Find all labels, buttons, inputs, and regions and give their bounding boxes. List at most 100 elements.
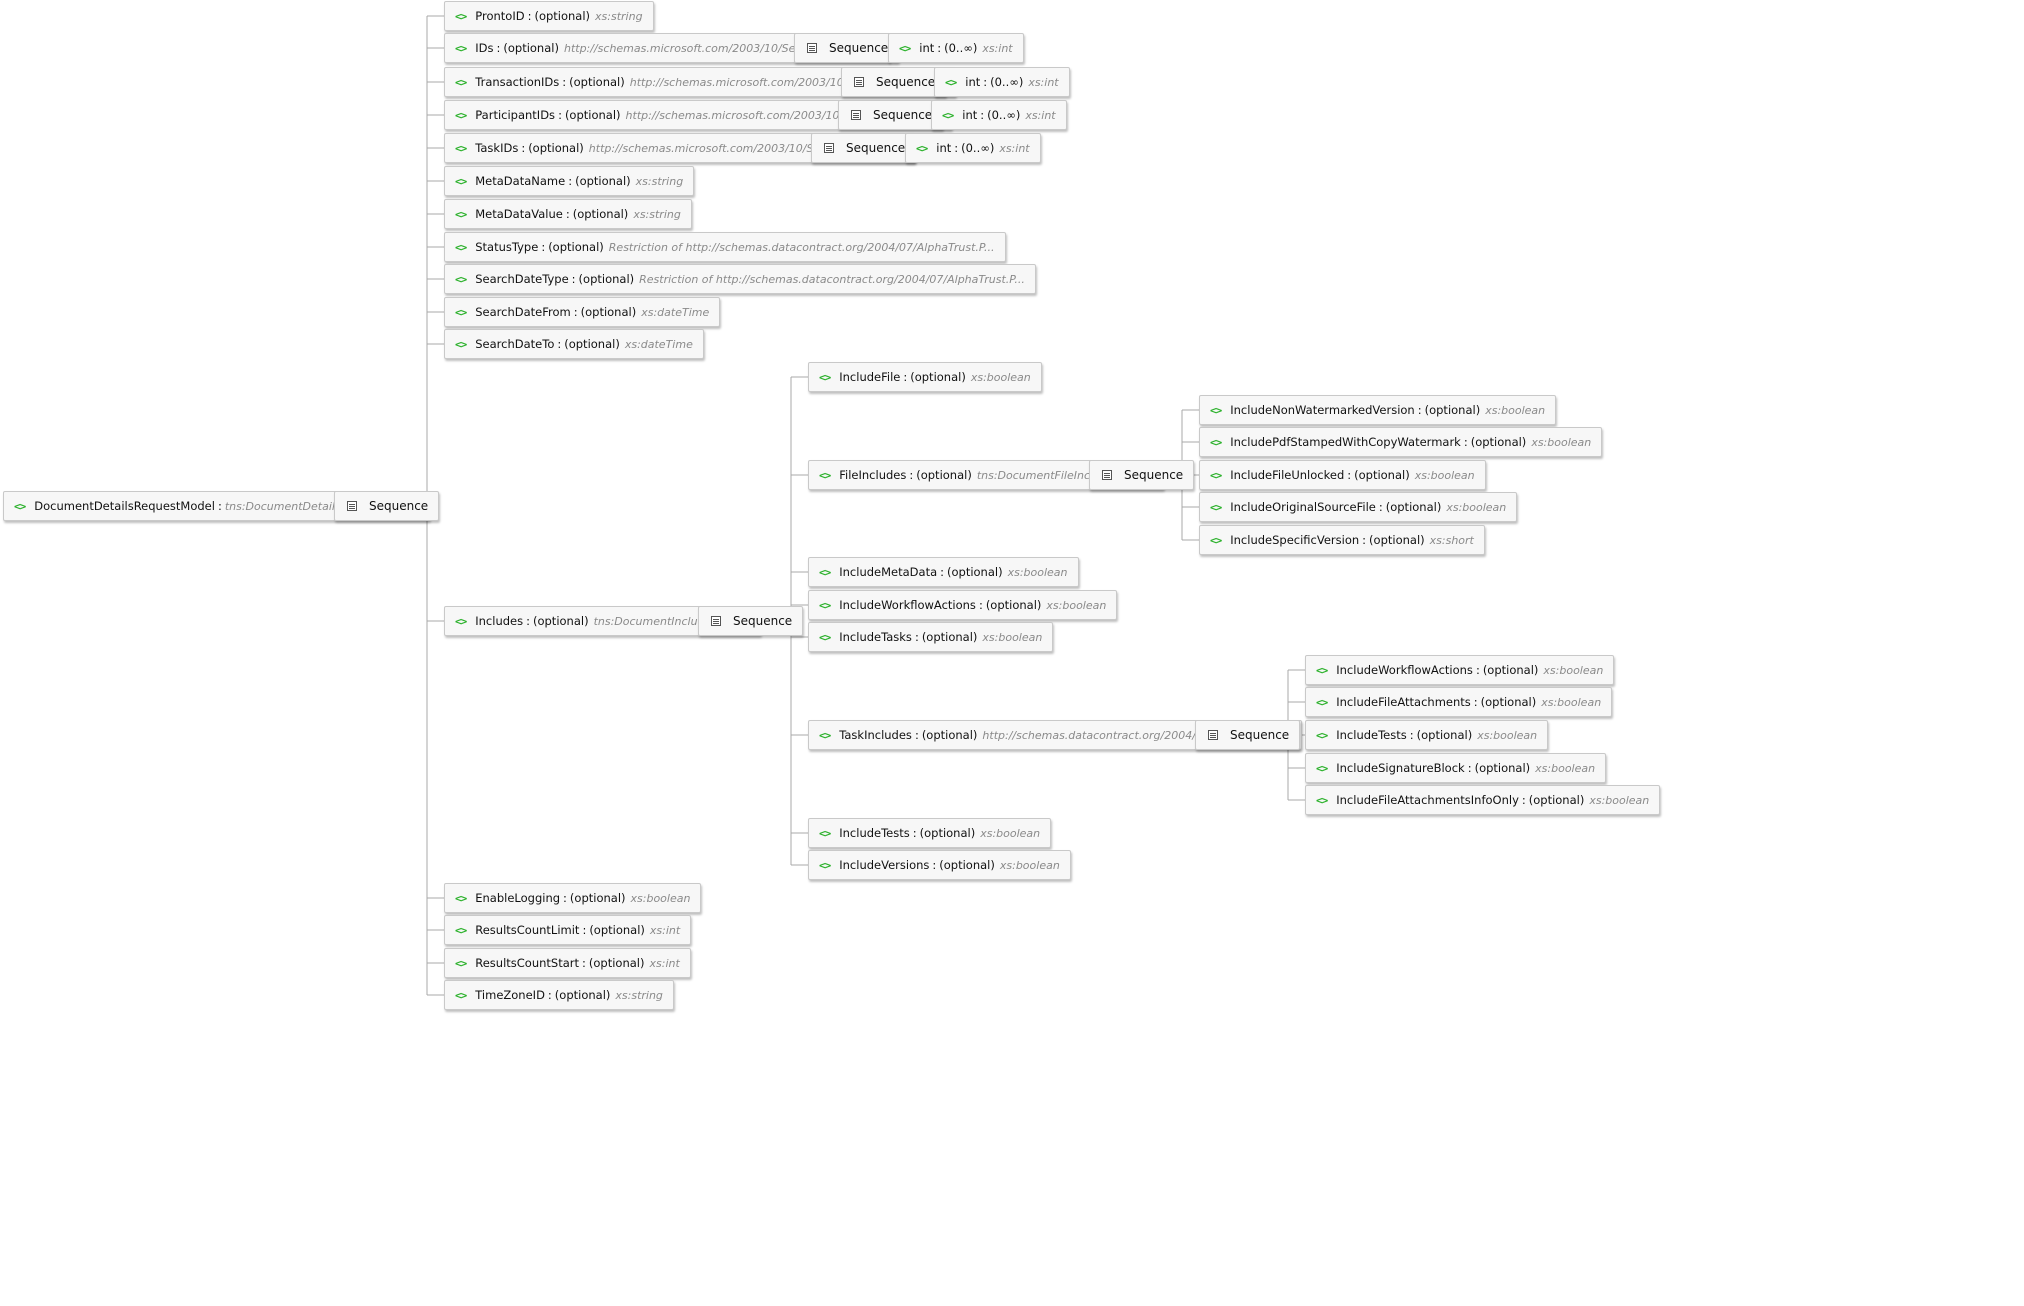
element-tag-icon: <> xyxy=(819,630,831,644)
element-type: xs:int xyxy=(1025,109,1055,122)
element-tag-icon: <> xyxy=(1316,793,1328,807)
separator: : xyxy=(937,41,942,55)
element-includes-includetasks[interactable]: <>IncludeTasks:(optional)xs:boolean xyxy=(808,622,1054,652)
optional-flag: (optional) xyxy=(554,988,611,1002)
element-taskincludes-includefileattachmentsinfoonly[interactable]: <>IncludeFileAttachmentsInfoOnly:(option… xyxy=(1305,785,1661,815)
separator: : xyxy=(903,370,908,384)
element-resultscountstart[interactable]: <>ResultsCountStart:(optional)xs:int xyxy=(444,948,691,978)
element-name: TimeZoneID xyxy=(475,988,545,1002)
type-value: xs:boolean xyxy=(1589,793,1650,807)
separator: : xyxy=(940,565,944,579)
element-taskincludes-includeworkflowactions[interactable]: <>IncludeWorkflowActions:(optional)xs:bo… xyxy=(1305,655,1615,685)
element-fileincludes-includenonwatermarkedversion[interactable]: <>IncludeNonWatermarkedVersion:(optional… xyxy=(1199,395,1557,425)
element-int-ids[interactable]: <>int:(0..∞)xs:int xyxy=(888,33,1024,63)
element-taskincludes-includetests[interactable]: <>IncludeTests:(optional)xs:boolean xyxy=(1305,720,1549,750)
element-includes-includeversions[interactable]: <>IncludeVersions:(optional)xs:boolean xyxy=(808,850,1071,880)
element-includes-includetests[interactable]: <>IncludeTests:(optional)xs:boolean xyxy=(808,818,1052,848)
element-resultscountlimit[interactable]: <>ResultsCountLimit:(optional)xs:int xyxy=(444,915,692,945)
element-int-participantids[interactable]: <>int:(0..∞)xs:int xyxy=(931,100,1067,130)
separator: : xyxy=(1347,468,1352,482)
sequence-label: Sequence xyxy=(873,108,933,122)
sequence-label: Sequence xyxy=(1230,728,1290,742)
separator: : xyxy=(914,728,919,742)
separator: : xyxy=(217,499,222,513)
element-name: IncludeTests xyxy=(1336,728,1407,742)
optional-flag: (optional) xyxy=(947,565,1003,579)
element-type: xs:short xyxy=(1430,534,1474,547)
separator: : xyxy=(521,141,526,155)
sequence-icon xyxy=(347,501,357,511)
element-type: xs:boolean xyxy=(1485,404,1545,417)
sequence-taskincludes[interactable]: Sequence xyxy=(1195,720,1301,750)
element-includes-includeworkflowactions[interactable]: <>IncludeWorkflowActions:(optional)xs:bo… xyxy=(808,590,1118,620)
element-searchdatetype[interactable]: <>SearchDateType:(optional)Restriction o… xyxy=(444,264,1036,294)
element-tag-icon: <> xyxy=(1210,468,1222,482)
optional-flag: (optional) xyxy=(532,614,589,628)
optional-flag: (optional) xyxy=(503,41,559,55)
type-value: http://schemas.datacontract.org/2004/07/… xyxy=(715,272,1025,286)
element-taskincludes-includesignatureblock[interactable]: <>IncludeSignatureBlock:(optional)xs:boo… xyxy=(1305,753,1607,783)
element-taskincludes-includefileattachments[interactable]: <>IncludeFileAttachments:(optional)xs:bo… xyxy=(1305,687,1613,717)
separator: : xyxy=(565,207,570,221)
sequence-ids[interactable]: Sequence xyxy=(794,33,900,63)
sequence-icon xyxy=(854,77,864,87)
optional-flag: (optional) xyxy=(1474,761,1531,775)
element-name: IncludeFileUnlocked xyxy=(1230,468,1345,482)
optional-flag: (optional) xyxy=(1480,695,1537,709)
element-name: IncludeOriginalSourceFile xyxy=(1230,500,1376,514)
element-fileincludes-includefileunlocked[interactable]: <>IncludeFileUnlocked:(optional)xs:boole… xyxy=(1199,460,1486,490)
element-fileincludes-includepdfstampedwithcopywatermark[interactable]: <>IncludePdfStampedWithCopyWatermark:(op… xyxy=(1199,427,1603,457)
type-value: xs:boolean xyxy=(1007,565,1068,579)
element-type: xs:string xyxy=(595,10,643,23)
optional-flag: (optional) xyxy=(564,337,620,351)
separator: : xyxy=(1463,435,1468,449)
element-tag-icon: <> xyxy=(455,207,467,221)
separator: : xyxy=(582,956,586,970)
element-statustype[interactable]: <>StatusType:(optional)Restriction of ht… xyxy=(444,232,1006,262)
type-value: xs:string xyxy=(635,174,684,188)
element-tag-icon: <> xyxy=(455,305,467,319)
element-tag-icon: <> xyxy=(455,75,467,89)
sequence-icon xyxy=(1102,470,1112,480)
element-includes-includemetadata[interactable]: <>IncludeMetaData:(optional)xs:boolean xyxy=(808,557,1079,587)
element-tag-icon: <> xyxy=(942,108,954,122)
element-int-transactionids[interactable]: <>int:(0..∞)xs:int xyxy=(934,67,1070,97)
element-includes-includefile[interactable]: <>IncludeFile:(optional)xs:boolean xyxy=(808,362,1042,392)
element-fileincludes-includespecificversion[interactable]: <>IncludeSpecificVersion:(optional)xs:sh… xyxy=(1199,525,1485,555)
element-tag-icon: <> xyxy=(819,565,831,579)
element-name: ResultsCountStart xyxy=(475,956,580,970)
element-name: IncludePdfStampedWithCopyWatermark xyxy=(1230,435,1461,449)
element-type: xs:boolean xyxy=(980,827,1040,840)
optional-flag: (optional) xyxy=(916,468,972,482)
sequence-icon xyxy=(851,110,861,120)
element-tag-icon: <> xyxy=(455,272,467,286)
sequence-participantids[interactable]: Sequence xyxy=(838,100,944,130)
type-value: xs:boolean xyxy=(630,891,691,905)
element-type: xs:boolean xyxy=(1477,729,1537,742)
element-tag-icon: <> xyxy=(1316,761,1328,775)
element-name: Includes xyxy=(475,614,524,628)
sequence-transactionids[interactable]: Sequence xyxy=(841,67,947,97)
separator: : xyxy=(527,9,532,23)
element-type: xs:int xyxy=(650,924,680,937)
sequence-includes[interactable]: Sequence xyxy=(698,606,804,636)
separator: : xyxy=(909,468,914,482)
optional-flag: (optional) xyxy=(910,370,966,384)
element-enablelogging[interactable]: <>EnableLogging:(optional)xs:boolean xyxy=(444,883,702,913)
element-type: xs:int xyxy=(650,957,680,970)
sequence-taskids[interactable]: Sequence xyxy=(811,133,917,163)
element-searchdatefrom[interactable]: <>SearchDateFrom:(optional)xs:dateTime xyxy=(444,297,721,327)
root-sequence-node[interactable]: Sequence xyxy=(334,491,440,521)
sequence-fileincludes[interactable]: Sequence xyxy=(1089,460,1195,490)
element-metadataname[interactable]: <>MetaDataName:(optional)xs:string xyxy=(444,166,695,196)
element-int-taskids[interactable]: <>int:(0..∞)xs:int xyxy=(905,133,1041,163)
element-tag-icon: <> xyxy=(455,41,467,55)
element-metadatavalue[interactable]: <>MetaDataValue:(optional)xs:string xyxy=(444,199,692,229)
element-prontoid[interactable]: <>ProntoID:(optional)xs:string xyxy=(444,1,654,31)
element-timezoneid[interactable]: <>TimeZoneID:(optional)xs:string xyxy=(444,980,674,1010)
optional-flag: (optional) xyxy=(572,207,629,221)
element-searchdateto[interactable]: <>SearchDateTo:(optional)xs:dateTime xyxy=(444,329,704,359)
element-fileincludes-includeoriginalsourcefile[interactable]: <>IncludeOriginalSourceFile:(optional)xs… xyxy=(1199,492,1518,522)
element-name: SearchDateTo xyxy=(475,337,555,351)
element-name: IncludeSpecificVersion xyxy=(1230,533,1360,547)
